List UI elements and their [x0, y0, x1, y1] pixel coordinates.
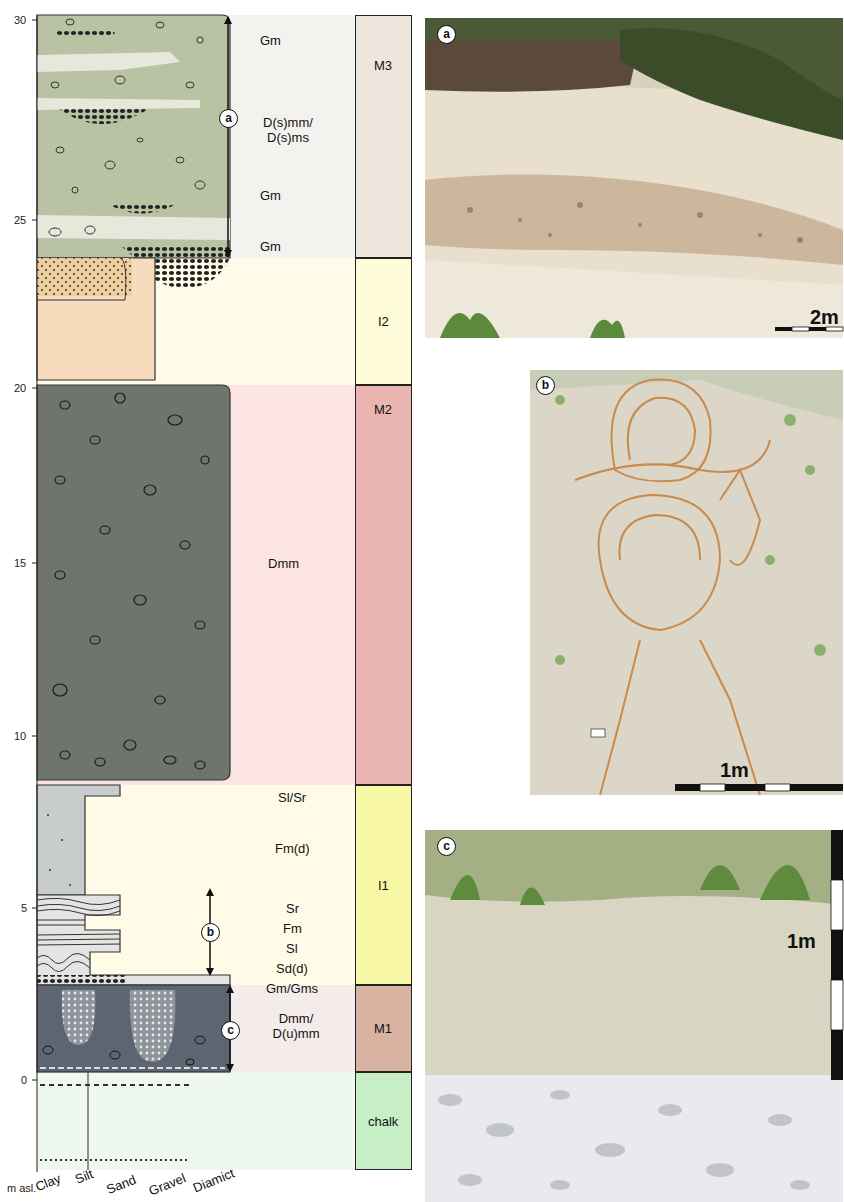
- callout-letter: c: [221, 1021, 240, 1040]
- extent-arrows: [210, 20, 230, 1068]
- axis-tick: 20: [14, 382, 26, 395]
- facies-code: Sd(d): [276, 961, 308, 976]
- panel-letter: b: [536, 376, 555, 395]
- scale-label: 1m: [720, 759, 749, 781]
- m2-log: [37, 385, 230, 780]
- photo-c: [425, 830, 843, 1202]
- photo-b: [530, 370, 843, 795]
- grain-size: Clay: [33, 1171, 63, 1195]
- unit-name: M3: [374, 58, 392, 73]
- unit-band: M3: [355, 15, 412, 258]
- unit-name: I1: [378, 878, 389, 893]
- facies-code: Fm: [283, 921, 302, 936]
- facies-code: Gm: [260, 188, 281, 203]
- unit-name: M2: [374, 402, 392, 417]
- photo-panel: b 1m: [530, 370, 843, 795]
- depth-axis: [32, 15, 37, 1172]
- facies-code: Gm: [260, 33, 281, 48]
- callout-letter: a: [219, 109, 238, 128]
- axis-unit: m asl.: [7, 1182, 36, 1195]
- axis-tick: 5: [21, 902, 27, 915]
- unit-name: chalk: [368, 1114, 398, 1129]
- i2-log: [37, 258, 155, 380]
- facies-code: Gm: [260, 239, 281, 254]
- i1-log: [37, 785, 230, 985]
- unit-band: chalk: [355, 1072, 412, 1170]
- axis-tick: 10: [14, 730, 26, 743]
- facies-code: Dmm/ D(u)mm: [264, 1011, 328, 1041]
- unit-name: M1: [374, 1021, 392, 1036]
- unit-band: M1: [355, 985, 412, 1072]
- unit-band: M2: [355, 385, 412, 785]
- facies-code: Fm(d): [275, 841, 310, 856]
- grain-size: Sand: [104, 1172, 138, 1197]
- facies-code: Sl: [286, 941, 298, 956]
- facies-code: Sl/Sr: [278, 790, 306, 805]
- m3-log: [37, 15, 230, 288]
- callout-letter: b: [201, 923, 220, 942]
- facies-code: D(s)mm/ D(s)ms: [258, 115, 318, 145]
- grain-size: Gravel: [147, 1170, 188, 1198]
- panel-letter: a: [437, 25, 456, 44]
- axis-tick: 15: [14, 557, 26, 570]
- scale-label: 1m: [787, 930, 816, 952]
- unit-name: I2: [378, 314, 389, 329]
- scale-label: 2m: [810, 306, 839, 328]
- facies-code: Gm/Gms: [266, 981, 318, 996]
- axis-tick: 25: [14, 214, 26, 227]
- unit-band: I1: [355, 785, 412, 985]
- facies-bands: [37, 15, 355, 1170]
- m1-log: [37, 985, 230, 1072]
- axis-tick: 0: [21, 1074, 27, 1087]
- panel-letter: c: [437, 837, 456, 856]
- facies-code: Dmm: [268, 556, 299, 571]
- chalk-log: [40, 1072, 190, 1170]
- unit-band: I2: [355, 258, 412, 385]
- facies-code: Sr: [286, 901, 299, 916]
- photo-panel: c 1m: [425, 830, 843, 1202]
- photo-a: [425, 18, 843, 338]
- axis-tick: 30: [14, 14, 26, 27]
- photo-panel: a 2m: [425, 18, 843, 338]
